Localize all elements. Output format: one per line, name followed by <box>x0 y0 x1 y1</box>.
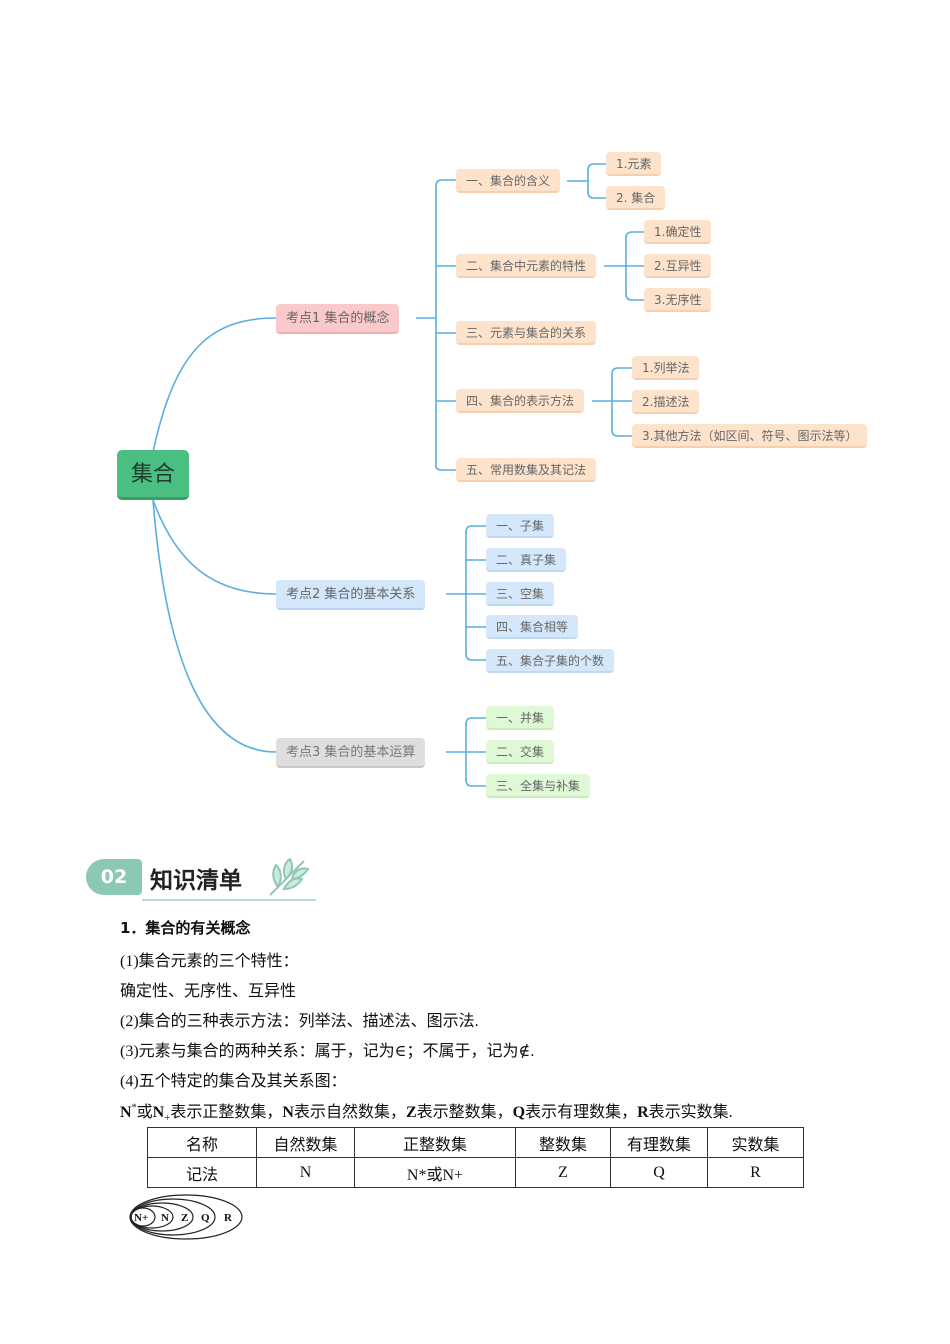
symbol-z: Z <box>405 1104 417 1121</box>
connector-item2-children <box>604 231 644 301</box>
connector-root-topic1 <box>152 317 277 453</box>
paragraph-6: N*或N+表示正整数集，N表示自然数集，Z表示整数集，Q表示有理数集，R表示实数… <box>120 1098 733 1125</box>
nested-sets-diagram: N+ N Z Q R <box>129 1194 243 1240</box>
table-cell: 实数集 <box>707 1127 804 1158</box>
topic3-node: 考点3 集合的基本运算 <box>276 738 426 768</box>
connector-item1-children <box>567 163 606 199</box>
venn-label-nplus: N+ <box>134 1212 148 1224</box>
connector-topic3-spine <box>446 717 486 787</box>
table-cell: 整数集 <box>515 1127 611 1158</box>
ellipse-r <box>129 1194 243 1240</box>
topic1-item-1-child-2: 2. 集合 <box>606 186 666 210</box>
paragraph-3: (2)集合的三种表示方法：列举法、描述法、图示法. <box>120 1013 479 1030</box>
table-cell: N*或N+ <box>354 1157 516 1188</box>
topic1-item-4-child-1: 1.列举法 <box>632 356 700 380</box>
connector-topic2-spine <box>446 525 486 661</box>
heading-concepts: 1．集合的有关概念 <box>120 919 251 937</box>
table-cell: 记法 <box>147 1157 257 1188</box>
topic2-item-2: 二、真子集 <box>486 548 567 572</box>
section-underline <box>142 899 316 901</box>
paragraph-2: 确定性、无序性、互异性 <box>120 983 297 1000</box>
paragraph-1: (1)集合元素的三个特性： <box>120 953 299 970</box>
symbol-r: R <box>637 1104 649 1121</box>
table-cell: 自然数集 <box>256 1127 355 1158</box>
text-rationals: 表示有理数集， <box>525 1104 638 1121</box>
table-cell: 名称 <box>147 1127 257 1158</box>
mindmap-root: 集合 <box>117 450 189 500</box>
table-row: 记法 N N*或N+ Z Q R <box>147 1157 804 1188</box>
topic1-item-4-child-3: 3.其他方法（如区间、符号、图示法等） <box>632 424 868 448</box>
text-naturals: 表示自然数集， <box>293 1104 406 1121</box>
ellipse-nplus <box>130 1207 156 1227</box>
venn-label-q: Q <box>201 1212 210 1224</box>
table-cell: Q <box>610 1157 708 1188</box>
table-row: 名称 自然数集 正整数集 整数集 有理数集 实数集 <box>147 1127 804 1158</box>
topic3-item-1: 一、并集 <box>486 706 555 730</box>
topic2-item-5: 五、集合子集的个数 <box>486 649 615 673</box>
text-reals: 表示实数集. <box>648 1104 733 1121</box>
section-banner: 02 知识清单 <box>86 853 318 903</box>
venn-label-z: Z <box>181 1212 188 1224</box>
table-cell: R <box>707 1157 804 1188</box>
text-positive-integers: 表示正整数集， <box>170 1104 283 1121</box>
connector-root-topic2 <box>152 499 277 595</box>
topic1-item-2-child-2: 2.互异性 <box>644 254 712 278</box>
symbol-nstar: N <box>120 1104 132 1121</box>
section-number: 02 <box>86 859 142 895</box>
section-title: 知识清单 <box>150 868 242 894</box>
table-cell: 正整数集 <box>354 1127 516 1158</box>
topic1-node: 考点1 集合的概念 <box>276 304 400 334</box>
mindmap-connectors <box>152 163 644 787</box>
connector-topic1-spine <box>416 179 456 471</box>
topic1-item-2-child-1: 1.确定性 <box>644 220 712 244</box>
table-cell: N <box>256 1157 355 1188</box>
table-cell: Z <box>515 1157 611 1188</box>
symbol-plus: + <box>164 1112 171 1125</box>
topic1-item-2-child-3: 3.无序性 <box>644 288 712 312</box>
paragraph-5: (4)五个特定的集合及其关系图： <box>120 1073 347 1090</box>
topic3-item-3: 三、全集与补集 <box>486 774 591 798</box>
text-or: 或 <box>136 1104 153 1121</box>
symbol-n: N <box>282 1104 294 1121</box>
text-integers: 表示整数集， <box>416 1104 513 1121</box>
number-sets-table: 名称 自然数集 正整数集 整数集 有理数集 实数集 记法 N N*或N+ Z Q… <box>147 1127 804 1188</box>
topic1-item-4-child-2: 2.描述法 <box>632 390 700 414</box>
leaf-icon <box>269 857 310 896</box>
topic2-item-1: 一、子集 <box>486 514 555 538</box>
venn-label-r: R <box>224 1212 233 1224</box>
connector-item4-children <box>592 367 632 437</box>
topic1-item-2: 二、集合中元素的特性 <box>456 254 597 278</box>
symbol-star: * <box>131 1102 137 1114</box>
table-cell: 有理数集 <box>610 1127 708 1158</box>
topic2-node: 考点2 集合的基本关系 <box>276 580 426 610</box>
topic1-item-5: 五、常用数集及其记法 <box>456 458 597 482</box>
venn-label-n: N <box>161 1212 169 1224</box>
paragraph-4: (3)元素与集合的两种关系：属于，记为∈；不属于，记为∉. <box>120 1043 535 1060</box>
topic1-item-1: 一、集合的含义 <box>456 169 561 193</box>
connector-root-topic3 <box>152 499 277 753</box>
topic3-item-2: 二、交集 <box>486 740 555 764</box>
topic2-item-3: 三、空集 <box>486 582 555 606</box>
topic1-item-4: 四、集合的表示方法 <box>456 389 585 413</box>
symbol-nplus: N <box>152 1104 165 1121</box>
topic1-item-1-child-1: 1.元素 <box>606 152 662 176</box>
topic1-item-3: 三、元素与集合的关系 <box>456 321 597 345</box>
symbol-q: Q <box>512 1104 526 1121</box>
topic2-item-4: 四、集合相等 <box>486 615 579 639</box>
